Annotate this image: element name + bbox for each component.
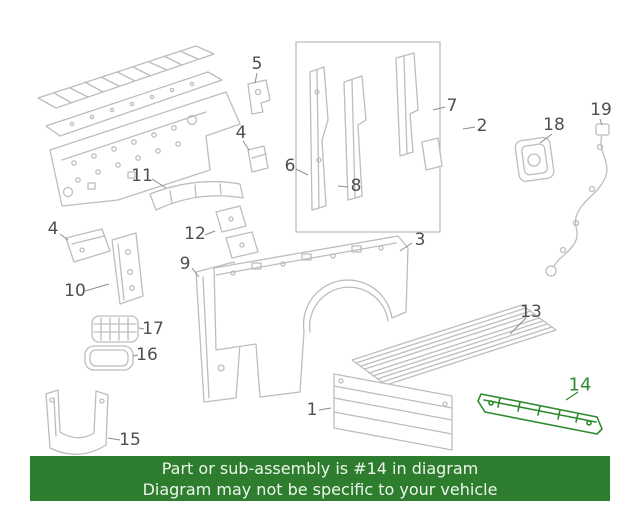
part-drawing-pillar-box (295, 41, 443, 233)
part-label-3[interactable]: 3 (415, 230, 426, 250)
part-label-17[interactable]: 17 (142, 319, 164, 339)
part-label-18[interactable]: 18 (543, 115, 565, 135)
part-drawing-18-fuel-door (514, 136, 555, 182)
part-label-1[interactable]: 1 (307, 400, 318, 420)
leader-line-3 (399, 242, 413, 252)
part-label-15[interactable]: 15 (119, 430, 141, 450)
banner-line2: Diagram may not be specific to your vehi… (142, 479, 498, 499)
leader-line-17 (138, 327, 145, 330)
banner-line1: Part or sub-assembly is #14 in diagram (161, 458, 479, 478)
part-drawing-1-front-panel (333, 373, 453, 451)
leader-line-7 (432, 106, 446, 111)
leader-line-14 (565, 391, 579, 401)
leader-line-18 (539, 133, 553, 144)
leader-line-4-upper (242, 140, 250, 151)
part-drawing-14-highlighted[interactable] (477, 393, 603, 435)
part-drawing-15-step (45, 389, 109, 455)
leader-line-12 (204, 230, 216, 236)
part-drawing-13-floor (351, 304, 557, 386)
leader-line-6 (295, 168, 309, 176)
notice-banner: Part or sub-assembly is #14 in diagram D… (30, 456, 610, 501)
leader-line-13 (509, 317, 527, 335)
part-label-10[interactable]: 10 (64, 281, 86, 301)
leader-line-19 (599, 118, 603, 126)
leader-line-8 (337, 185, 349, 188)
part-drawing-4-upper (247, 145, 269, 173)
part-drawing-12-brackets (215, 205, 259, 259)
part-drawing-19-harness (545, 123, 610, 277)
part-label-4-left[interactable]: 4 (48, 219, 59, 239)
leader-line-10 (84, 283, 110, 292)
part-label-8[interactable]: 8 (351, 176, 362, 196)
part-label-12[interactable]: 12 (184, 224, 206, 244)
part-label-2[interactable]: 2 (477, 116, 488, 136)
leader-line-11 (151, 178, 167, 189)
part-drawing-10-bracket (111, 232, 144, 305)
part-drawing-5-bracket (247, 79, 271, 115)
leader-line-9 (191, 267, 200, 278)
part-label-16[interactable]: 16 (136, 345, 158, 365)
part-drawing-16-tray (84, 345, 134, 371)
part-label-14[interactable]: 14 (569, 375, 592, 396)
part-drawing-4-left (65, 228, 111, 263)
part-label-19[interactable]: 19 (590, 100, 612, 120)
leader-line-2 (462, 126, 476, 130)
part-drawing-cab-back-panel (49, 91, 241, 207)
part-drawing-3-bed-side (213, 235, 409, 398)
leader-line-1 (318, 407, 332, 411)
part-label-4-upper[interactable]: 4 (236, 123, 247, 143)
part-label-5[interactable]: 5 (252, 54, 263, 74)
part-label-13[interactable]: 13 (520, 302, 542, 322)
part-drawing-17-tray (91, 315, 139, 343)
leader-line-15 (107, 437, 121, 441)
part-label-11[interactable]: 11 (131, 166, 153, 186)
leader-line-16 (132, 354, 139, 357)
part-drawing-upper-crossmembers (37, 45, 223, 137)
leader-line-5 (254, 72, 258, 84)
part-drawing-11-sill (149, 180, 244, 211)
part-labels: 5 4 72 18 19 11 6 8 12 4 3 9 10 17 16 13 1 14 15 (48, 54, 612, 450)
part-label-6[interactable]: 6 (285, 156, 296, 176)
part-label-7[interactable]: 7 (447, 96, 458, 116)
part-label-9[interactable]: 9 (180, 254, 191, 274)
leader-line-4-left (59, 233, 69, 241)
